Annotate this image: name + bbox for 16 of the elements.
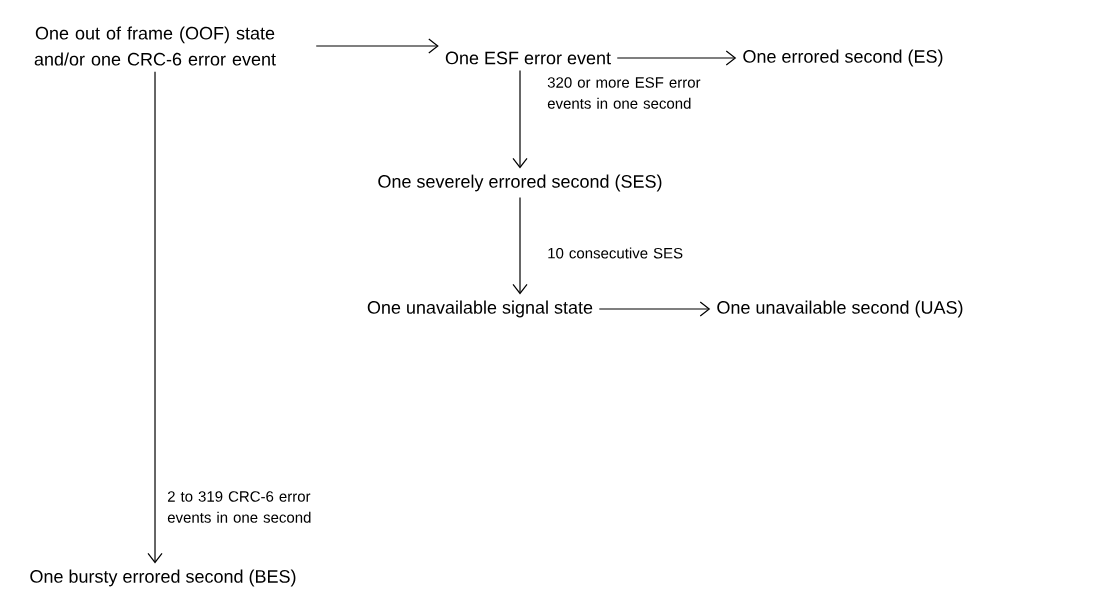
state-text: One errored second (ES) (743, 49, 943, 67)
state-text: One unavailable signal state (367, 300, 593, 318)
arrow (598, 301, 711, 317)
state-text: One out of frame (OOF) state and/or one CRC-6 error event (34, 26, 276, 66)
state-text: One ESF error event (445, 51, 611, 65)
arrow (616, 50, 737, 66)
edge-label: 2 to 319 CRC-6 error events in one second (167, 491, 311, 523)
edge-label: 10 consecutive SES (548, 247, 683, 259)
arrow (315, 38, 439, 54)
edge-label: 320 or more ESF error events in one second (547, 77, 701, 109)
state-text: One bursty errored second (BES) (30, 569, 296, 587)
state-text: One severely errored second (SES) (378, 174, 662, 192)
state-text: One unavailable second (UAS) (717, 300, 963, 318)
arrow (512, 69, 528, 169)
arrow (512, 197, 528, 295)
arrow (147, 71, 163, 564)
